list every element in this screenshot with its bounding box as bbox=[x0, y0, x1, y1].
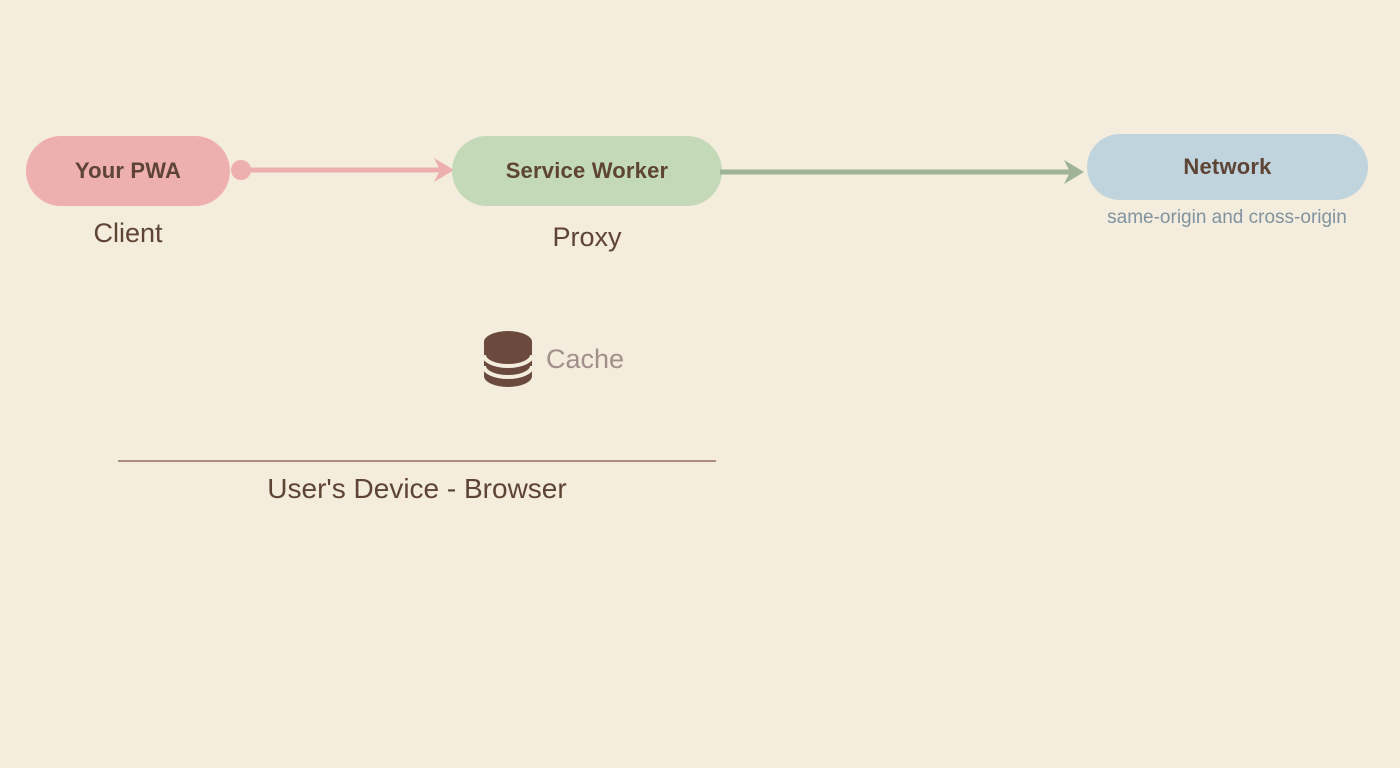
device-boundary-label: User's Device - Browser bbox=[267, 473, 567, 504]
node-network[interactable]: Network bbox=[1087, 134, 1368, 200]
node-network-sublabel: same-origin and cross-origin bbox=[1107, 207, 1347, 228]
arrow-start-dot-icon bbox=[231, 160, 251, 180]
arrow-head-icon bbox=[434, 158, 454, 182]
database-cylinder-icon bbox=[484, 331, 532, 387]
arrow-pwa-to-service-worker bbox=[231, 158, 454, 182]
arrow-head-icon bbox=[1064, 160, 1084, 184]
node-your-pwa-label: Your PWA bbox=[74, 158, 182, 183]
arrow-service-worker-to-network bbox=[720, 160, 1084, 184]
node-your-pwa[interactable]: Your PWA bbox=[26, 136, 230, 206]
cache-label: Cache bbox=[546, 343, 625, 374]
node-your-pwa-sublabel: Client bbox=[93, 218, 163, 248]
cache-storage-group[interactable]: Cache bbox=[484, 330, 624, 388]
node-service-worker-sublabel: Proxy bbox=[552, 222, 622, 252]
node-network-label: Network bbox=[1183, 154, 1272, 179]
device-boundary-divider bbox=[118, 460, 716, 462]
node-service-worker-label: Service Worker bbox=[505, 158, 669, 183]
node-service-worker[interactable]: Service Worker bbox=[452, 136, 722, 206]
